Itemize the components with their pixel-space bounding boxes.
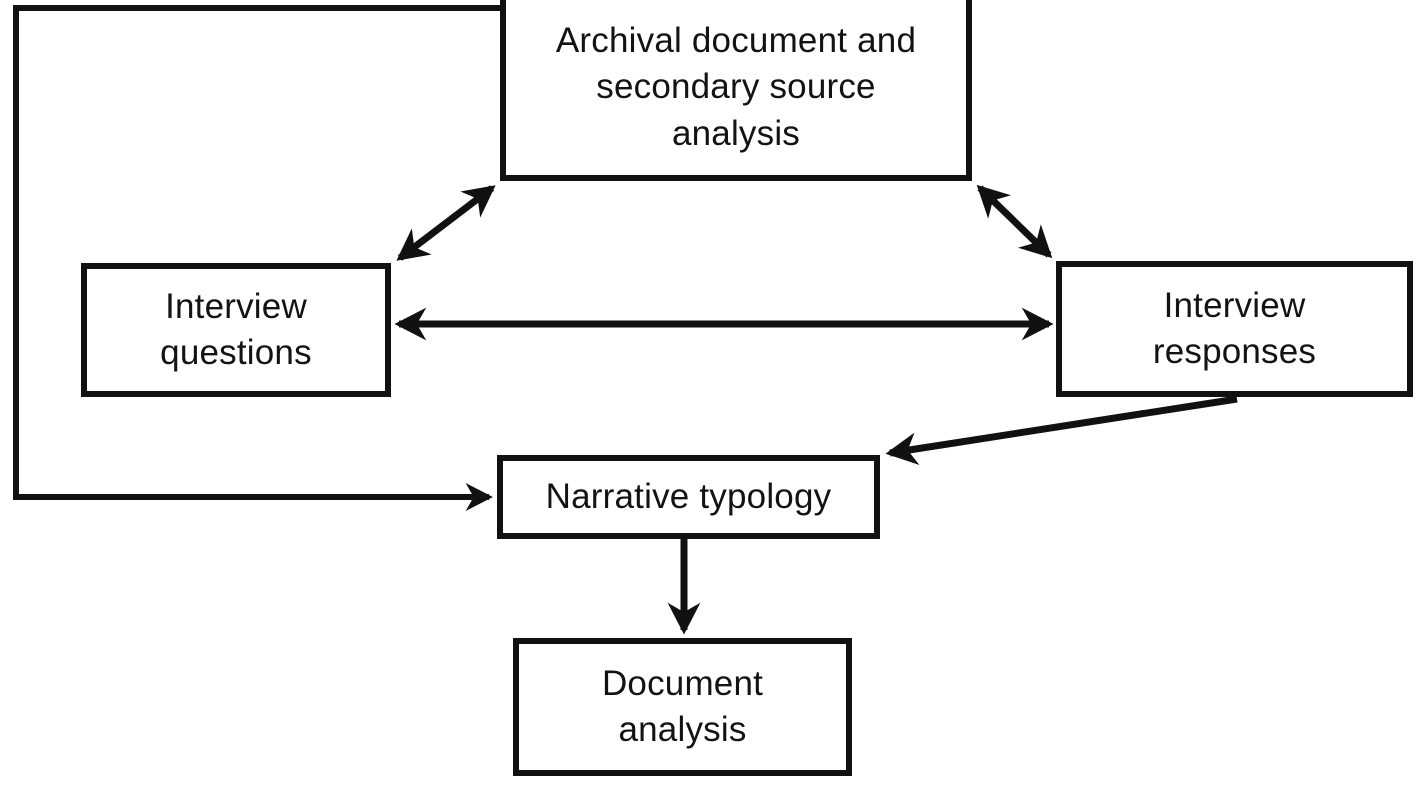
node-interview-questions[interactable]: Interview questions — [81, 263, 391, 397]
node-label: Archival document and secondary source a… — [555, 20, 917, 153]
node-narrative-typology[interactable]: Narrative typology — [497, 455, 880, 539]
node-label: Interview questions — [160, 286, 312, 372]
edge-archival-interview-responses — [976, 184, 1053, 259]
edge-archival-interview-questions — [396, 185, 496, 261]
node-archival-document-and-secondary-source-analysis[interactable]: Archival document and secondary source a… — [500, 0, 972, 181]
node-label: Narrative typology — [545, 476, 832, 516]
node-document-analysis[interactable]: Document analysis — [513, 638, 852, 776]
edge-archival-to-narrative — [13, 5, 500, 512]
edge-responses-to-narrative — [885, 395, 1238, 465]
node-label: Interview responses — [1152, 285, 1317, 371]
node-label: Document analysis — [601, 663, 764, 749]
node-interview-responses[interactable]: Interview responses — [1056, 261, 1413, 397]
